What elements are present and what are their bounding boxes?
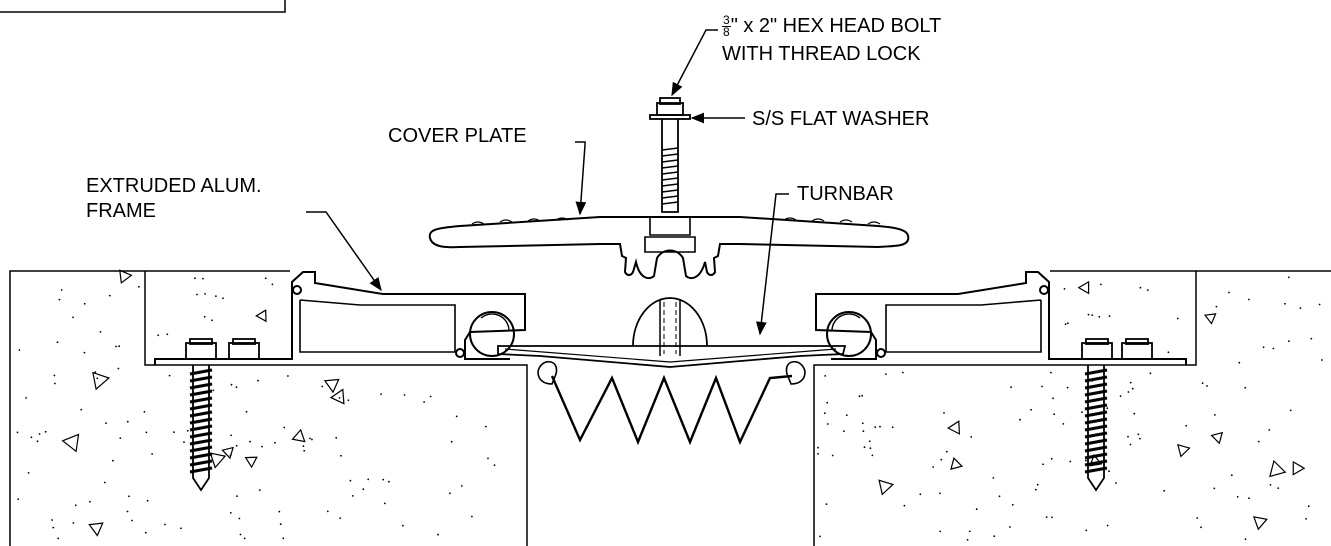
concrete-hatch [16,269,1323,541]
cover-plate-label: COVER PLATE [388,125,527,147]
washer-label: S/S FLAT WASHER [752,108,930,130]
frame-label-line2: FRAME [86,200,156,222]
turnbar [497,297,847,368]
concrete-slab-right [813,270,1331,546]
concrete-slab-left [9,270,528,546]
frame-label-line1: EXTRUDED ALUM. [86,175,262,197]
anchor-bolt-left [185,338,260,492]
aluminum-frame-right [815,271,1187,365]
anchor-bolt-right [1081,338,1153,492]
aluminum-frame-left [154,271,526,365]
bolt-label-line2: WITH THREAD LOCK [722,43,921,65]
bellows-seal [537,360,806,446]
title-box-corner [0,0,286,13]
hex-head-bolt [649,97,691,213]
turnbar-label: TURNBAR [797,183,894,205]
cover-plate [428,216,910,280]
leader-lines [306,29,789,336]
